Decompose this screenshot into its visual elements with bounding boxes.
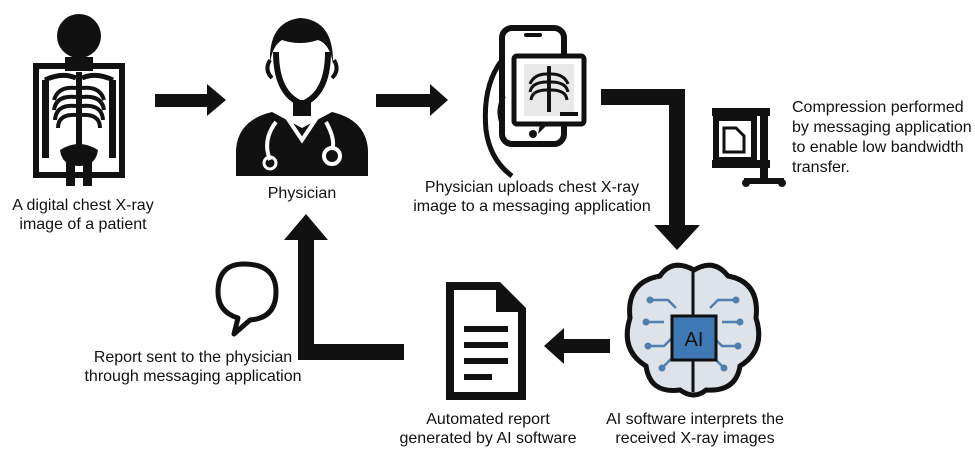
svg-text:generated by AI software: generated by AI software — [400, 430, 577, 447]
svg-text:to enable low bandwidth: to enable low bandwidth — [792, 139, 964, 156]
svg-text:AI: AI — [685, 329, 704, 351]
physician-icon — [236, 18, 368, 176]
physician-label: Physician — [268, 185, 336, 202]
speech-bubble-icon — [215, 261, 279, 337]
arrow-report-to-physician — [284, 214, 404, 360]
svg-text:received X-ray images: received X-ray images — [615, 430, 774, 447]
arrow-upload-to-ai — [601, 89, 700, 250]
phone-upload-icon — [482, 25, 587, 179]
svg-text:Physician: Physician — [268, 185, 336, 202]
svg-text:Report sent to the physician: Report sent to the physician — [94, 349, 292, 366]
svg-text:A digital chest X-ray: A digital chest X-ray — [12, 197, 153, 214]
ai-software-label: AI software interprets the received X-ra… — [606, 411, 784, 447]
compression-label: Compression performed by messaging appli… — [792, 99, 972, 176]
report-document-icon — [446, 282, 526, 400]
report-label: Automated report generated by AI softwar… — [400, 411, 577, 447]
report-sent-label: Report sent to the physician through mes… — [84, 349, 301, 385]
upload-label: Physician uploads chest X-ray image to a… — [413, 179, 650, 215]
xray-patient-icon — [33, 14, 125, 186]
svg-text:image to a messaging applicati: image to a messaging application — [413, 198, 650, 215]
svg-text:image of a patient: image of a patient — [19, 216, 147, 233]
svg-text:Automated report: Automated report — [426, 411, 550, 428]
compression-clamp-icon — [712, 108, 786, 187]
svg-text:transfer.: transfer. — [792, 159, 850, 176]
svg-text:by messaging application: by messaging application — [792, 119, 972, 136]
ai-chip — [670, 314, 718, 362]
xray-label: A digital chest X-ray image of a patient — [12, 197, 153, 233]
arrow-xray-to-physician — [155, 84, 226, 116]
ai-brain-icon: AI — [624, 262, 762, 398]
svg-text:Physician uploads chest X-ray: Physician uploads chest X-ray — [425, 179, 639, 196]
xray-card-icon — [511, 53, 587, 134]
svg-text:Compression performed: Compression performed — [792, 99, 964, 116]
arrow-physician-to-upload — [376, 84, 448, 116]
svg-text:AI software interprets the: AI software interprets the — [606, 411, 784, 428]
svg-text:through messaging application: through messaging application — [84, 368, 301, 385]
arrow-ai-to-report — [544, 328, 610, 364]
